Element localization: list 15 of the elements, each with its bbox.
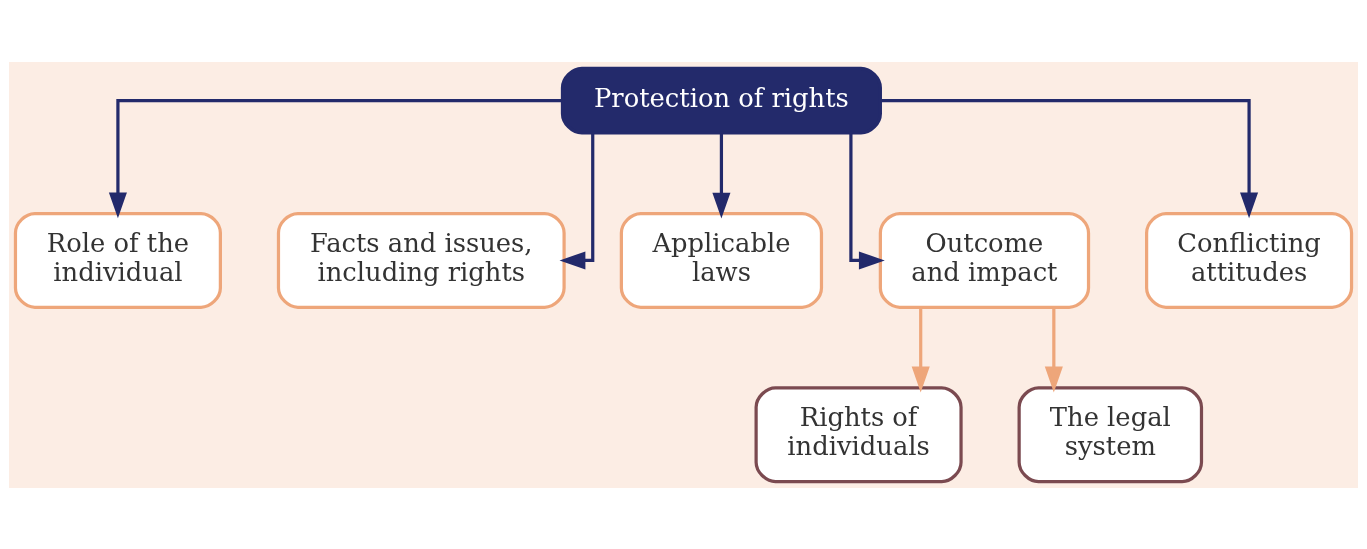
arrow (880, 98, 1259, 218)
node-box: Conflicting attitudes (1145, 211, 1354, 309)
arrow (712, 132, 731, 219)
arrow (559, 132, 595, 270)
node-box: The legal system (1017, 385, 1204, 483)
node-box: Role of the individual (13, 211, 222, 309)
arrow (108, 98, 563, 218)
node-box: Protection of rights (560, 66, 882, 135)
node-box: Outcome and impact (878, 211, 1091, 309)
arrow (911, 307, 930, 392)
node-box: Facts and issues, including rights (276, 211, 566, 309)
node-box: Rights of individuals (754, 385, 963, 483)
node-box: Applicable laws (619, 211, 824, 309)
arrow (1044, 307, 1063, 392)
arrow (849, 132, 885, 270)
